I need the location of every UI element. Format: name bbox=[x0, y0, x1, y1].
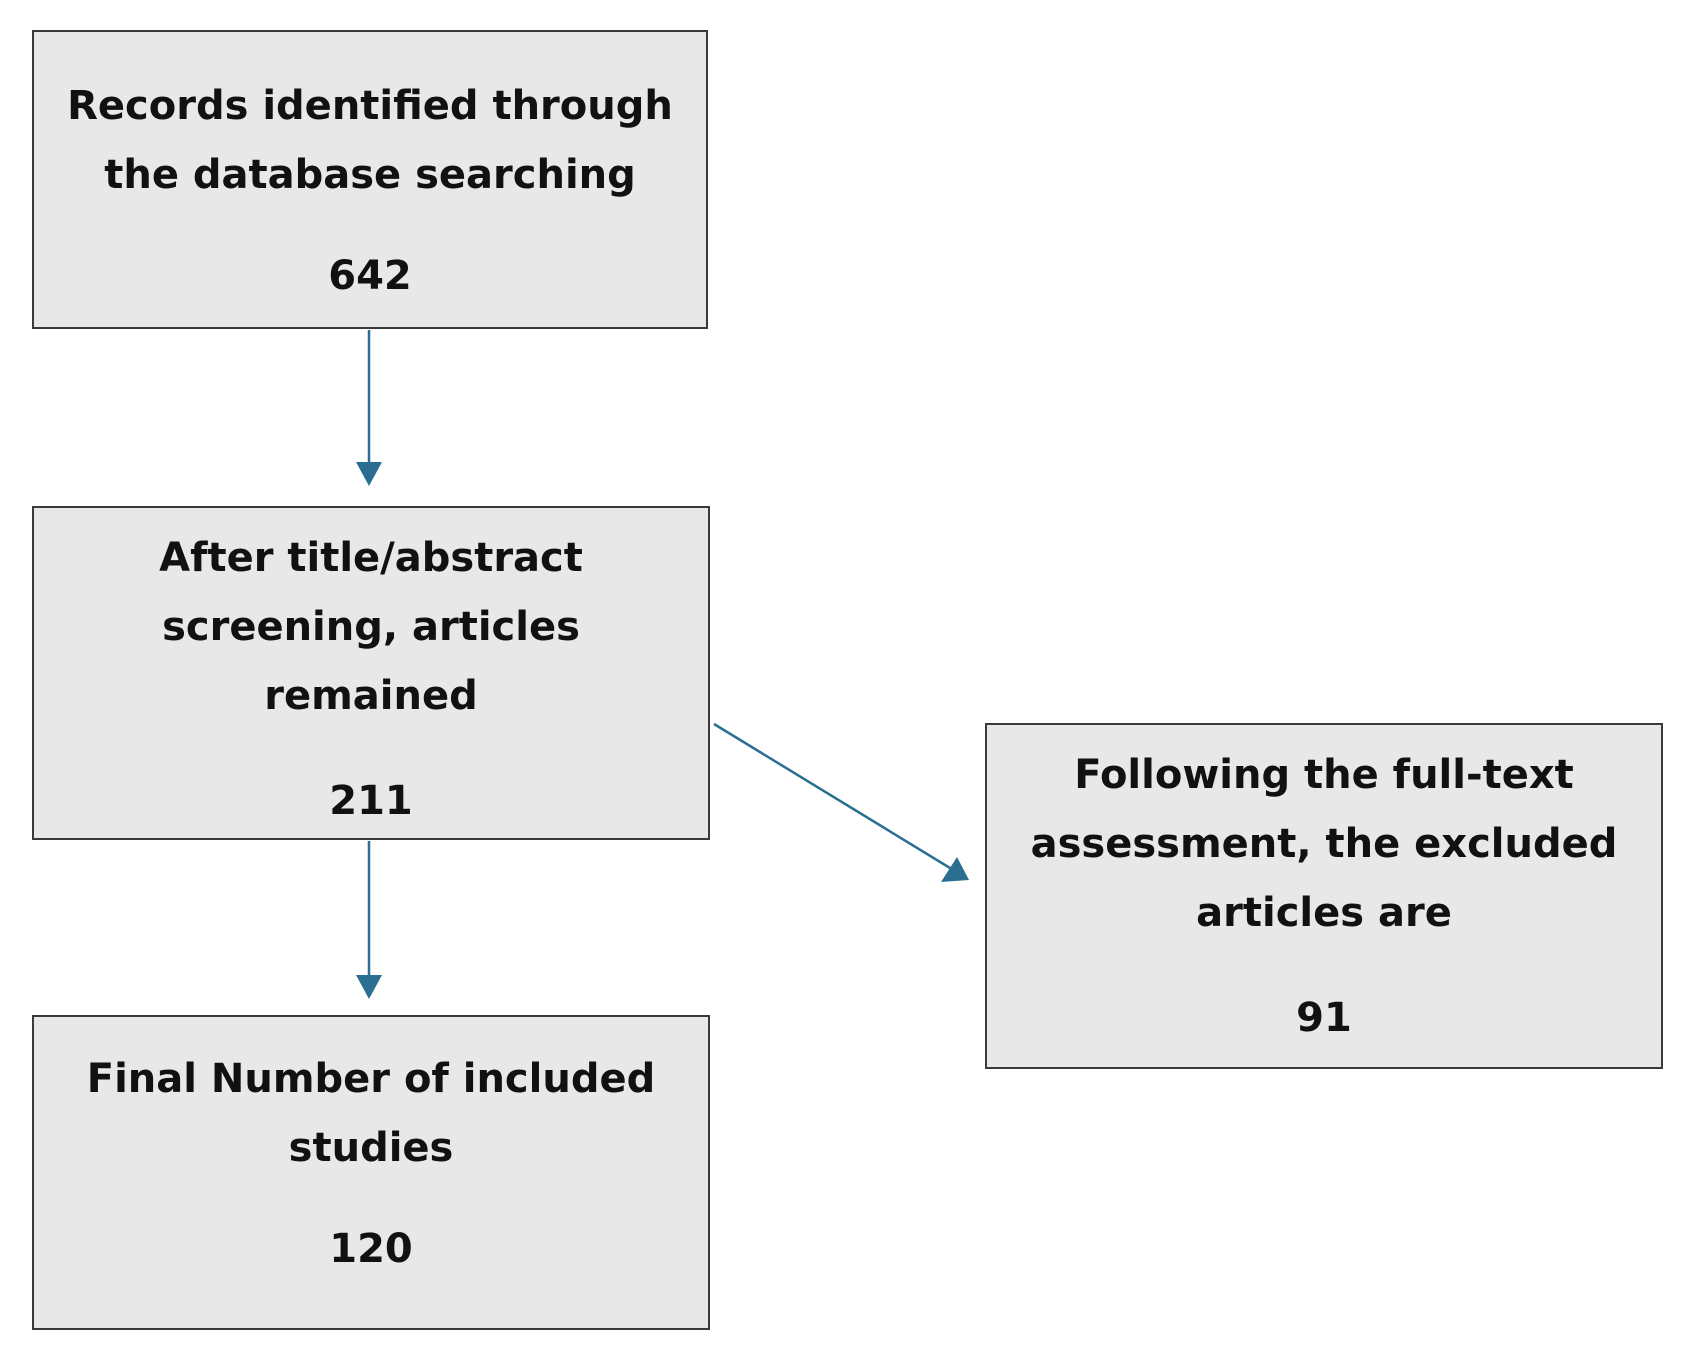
arrowhead-screened-to-included bbox=[356, 975, 382, 999]
records-identified-count: 642 bbox=[328, 253, 412, 299]
final-included-label-line1: Final Number of included bbox=[86, 1056, 656, 1102]
final-included-box: Final Number of included studies 120 bbox=[32, 1015, 710, 1330]
full-text-excluded-box: Following the full-text assessment, the … bbox=[985, 723, 1663, 1069]
records-identified-label-line2: the database searching bbox=[104, 152, 636, 198]
records-identified-box: Records identified through the database … bbox=[32, 30, 708, 329]
arrowhead-screened-to-excluded bbox=[941, 857, 969, 882]
full-text-excluded-label-line3: articles are bbox=[1196, 890, 1452, 936]
after-screening-count: 211 bbox=[329, 778, 413, 824]
records-identified-label-line1: Records identified through bbox=[67, 83, 673, 129]
after-screening-label-line3: remained bbox=[264, 673, 478, 719]
final-included-count: 120 bbox=[329, 1226, 413, 1272]
full-text-excluded-count: 91 bbox=[1296, 995, 1352, 1041]
arrowhead-records-to-screened bbox=[356, 462, 382, 486]
after-screening-label-line2: screening, articles bbox=[162, 604, 580, 650]
after-screening-label-line1: After title/abstract bbox=[159, 535, 583, 581]
full-text-excluded-label-line2: assessment, the excluded bbox=[1030, 821, 1618, 867]
final-included-label-line2: studies bbox=[288, 1125, 454, 1171]
after-screening-box: After title/abstract screening, articles… bbox=[32, 506, 710, 840]
arrow-line-screened-to-excluded bbox=[713, 722, 951, 870]
full-text-excluded-label-line1: Following the full-text bbox=[1074, 752, 1574, 798]
